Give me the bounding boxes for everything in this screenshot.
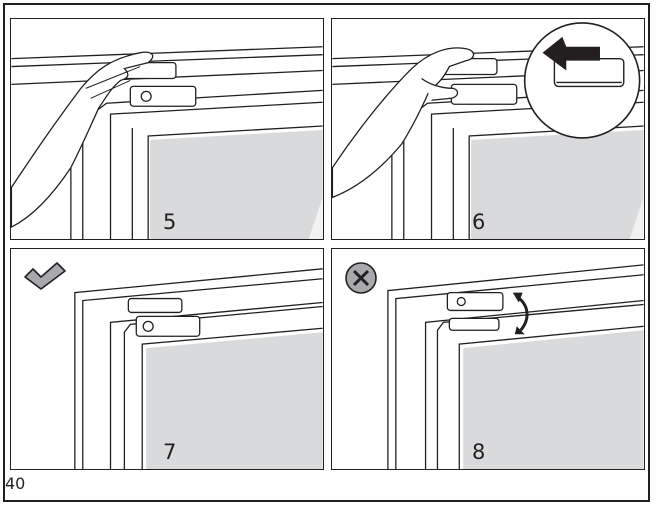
step-6-illustration xyxy=(332,19,644,239)
step-7-panel: 7 xyxy=(10,248,324,470)
step-number: 8 xyxy=(472,442,485,463)
step-number: 5 xyxy=(163,212,176,233)
step-number: 7 xyxy=(163,442,176,463)
step-5-illustration xyxy=(11,19,323,239)
step-6-panel: 6 xyxy=(331,18,645,240)
checkmark-icon xyxy=(23,261,67,291)
cross-icon xyxy=(344,261,378,295)
step-8-illustration xyxy=(332,249,644,469)
step-number: 6 xyxy=(472,212,485,233)
step-5-panel: 5 xyxy=(10,18,324,240)
page-number: 40 xyxy=(5,474,25,493)
step-8-panel: 8 xyxy=(331,248,645,470)
